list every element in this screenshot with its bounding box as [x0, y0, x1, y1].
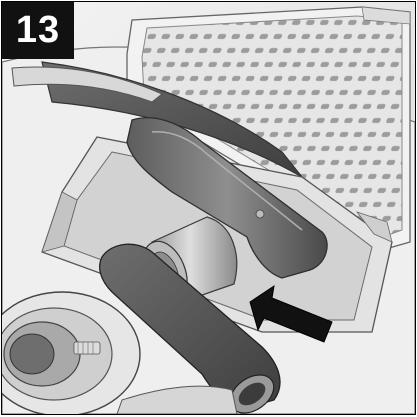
vacuum-accessory-illustration [2, 2, 415, 414]
step-number-badge: 13 [2, 2, 74, 59]
